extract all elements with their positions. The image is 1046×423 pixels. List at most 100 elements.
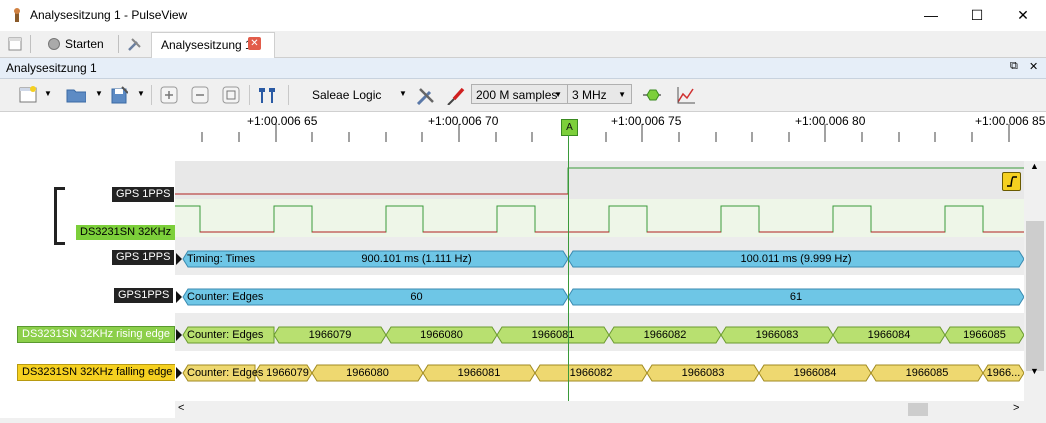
close-button[interactable]: ✕ [1017, 7, 1029, 23]
decoder-annotation-value: 1966079 [266, 367, 309, 379]
ruler-ticks [201, 124, 1010, 142]
dock-title: Analysesitzung 1 [6, 61, 97, 75]
logic-waveforms [175, 167, 1024, 233]
run-icon[interactable] [47, 37, 61, 51]
decoder-annotation [982, 364, 1024, 382]
window-title: Analysesitzung 1 - PulseView [30, 8, 188, 22]
tab-label: Analysesitzung 1 [161, 38, 252, 52]
decoder-annotation-value: 1966081 [457, 367, 501, 379]
decoder-annotation-value: 1966081 [531, 329, 575, 341]
decoder-annotation-row [176, 250, 1024, 268]
decoder-label-falling[interactable]: DS3231SN 32KHz falling edge [17, 364, 178, 381]
chevron-down-icon[interactable]: ▼ [44, 89, 52, 98]
decoder-name: Timing: Times [187, 253, 256, 265]
save-icon[interactable] [108, 85, 128, 105]
chevron-down-icon[interactable]: ▼ [137, 89, 145, 98]
title-bar: Analysesitzung 1 - PulseView — ☐ ✕ [0, 0, 1046, 31]
chevron-down-icon: ▼ [618, 90, 626, 99]
device-selector[interactable]: Saleae Logic [312, 88, 382, 102]
channel-label-ds3231[interactable]: DS3231SN 32KHz [76, 225, 176, 240]
tab-analysesitzung[interactable]: Analysesitzung 1 ✕ [151, 32, 275, 58]
decoder-annotation-value: 1966084 [793, 367, 837, 379]
minimize-button[interactable]: — [924, 7, 938, 23]
math-channel-icon[interactable] [675, 85, 695, 105]
scroll-right-icon[interactable]: > [1013, 402, 1020, 414]
decoder-annotation [567, 288, 1024, 306]
ruler-tick: +1:00.006 70 [428, 114, 499, 128]
chevron-down-icon: ▼ [554, 90, 562, 99]
decoder-row-arrow-icon [176, 329, 182, 341]
zoom-out-icon[interactable] [190, 85, 210, 105]
sample-rate-value: 3 MHz [572, 88, 607, 102]
decoder-annotation-value: 1966085 [905, 367, 949, 379]
cursor-a-line-top [568, 135, 569, 161]
decoder-annotation [944, 326, 1024, 344]
decoder-annotation-value: 1966... [986, 367, 1021, 379]
decoder-label-counter-gps[interactable]: GPS1PPS [114, 288, 174, 303]
open-folder-icon[interactable] [66, 85, 86, 105]
new-session-icon[interactable] [7, 36, 23, 52]
start-button-label[interactable]: Starten [65, 37, 104, 51]
dock-header: Analysesitzung 1 ⧉ ✕ [0, 58, 1046, 79]
decoder-annotation-value: 1966082 [643, 329, 687, 341]
main-toolbar: ▼ ▼ ▼ Saleae Logic ▼ 200 M samples ▼ 3 M… [0, 79, 1046, 112]
new-view-icon[interactable] [18, 85, 38, 105]
decoder-annotation-value: 1966083 [681, 367, 725, 379]
decoder-annotation-value: 1966079 [308, 329, 352, 341]
zoom-fit-icon[interactable] [221, 85, 241, 105]
vertical-scroll-thumb[interactable] [1026, 221, 1044, 371]
scroll-down-icon[interactable]: ▼ [1030, 366, 1039, 376]
decoder-annotation-value: 100.011 ms (9.999 Hz) [740, 253, 852, 265]
trace-view[interactable]: Timing: Times 900.101 ms (1.111 Hz) 100.01… [175, 161, 1024, 401]
ds3231-wave [175, 205, 1024, 233]
ruler-tick: +1:00.006 75 [611, 114, 682, 128]
sample-rate-select[interactable]: 3 MHz ▼ [567, 84, 632, 104]
decoder-annotation-value: 1966080 [346, 367, 389, 379]
decoder-row-arrow-icon [176, 253, 182, 265]
decoder-annotation-value: 1966084 [867, 329, 911, 341]
scroll-up-icon[interactable]: ▲ [1030, 161, 1039, 171]
decoder-annotation-value: 1966080 [420, 329, 463, 341]
cursor-markers-icon[interactable] [256, 85, 276, 105]
decoder-label-rising[interactable]: DS3231SN 32KHz rising edge [17, 326, 175, 343]
close-dock-icon[interactable]: ✕ [1029, 61, 1039, 73]
trace-band [175, 161, 1024, 199]
device-config-icon[interactable] [415, 85, 435, 105]
add-decoder-icon[interactable] [641, 85, 661, 105]
decoder-annotation-row [176, 288, 1024, 306]
horizontal-scroll-thumb[interactable] [908, 403, 928, 416]
chevron-down-icon[interactable]: ▼ [399, 89, 407, 98]
decoder-annotation-value: 61 [789, 291, 803, 303]
tab-bar: Starten Analysesitzung 1 ✕ [0, 31, 1046, 58]
horizontal-scrollbar[interactable]: < > [175, 401, 1024, 418]
decoder-label-timing[interactable]: GPS 1PPS [112, 250, 175, 265]
cursor-a-marker[interactable]: A [561, 119, 578, 136]
scroll-left-icon[interactable]: < [178, 402, 185, 414]
cursor-a-line[interactable] [568, 161, 569, 401]
chevron-down-icon[interactable]: ▼ [95, 89, 103, 98]
vertical-scrollbar[interactable]: ▲ ▼ [1024, 161, 1046, 401]
close-tab-icon[interactable]: ✕ [248, 37, 261, 50]
time-ruler[interactable]: +1:00.006 65 +1:00.006 70 +1:00.006 75 +… [175, 112, 1046, 161]
decoder-annotation-value: 900.101 ms (1.111 Hz) [361, 253, 472, 265]
decoder-annotation-value: 1966082 [569, 367, 613, 379]
channel-label-gps[interactable]: GPS 1PPS [112, 187, 175, 202]
probe-channels-icon[interactable] [445, 85, 465, 105]
decoder-name: Counter: Edges [187, 291, 264, 303]
decoder-annotation [567, 250, 1024, 268]
settings-tools-icon[interactable] [127, 36, 143, 52]
decoder-row-arrow-icon [176, 367, 182, 379]
trace-band [175, 199, 1024, 237]
edge-trigger-icon[interactable] [1002, 172, 1021, 191]
zoom-in-icon[interactable] [159, 85, 179, 105]
decoder-annotation-value: 1966083 [755, 329, 799, 341]
sample-count-select[interactable]: 200 M samples ▼ [471, 84, 568, 104]
decoder-annotation-value: 60 [410, 291, 423, 303]
decoder-row-arrow-icon [176, 291, 182, 303]
ruler-tick: +1:00.006 80 [795, 114, 866, 128]
decoder-annotation-row [176, 364, 1024, 382]
decoder-annotation-row [176, 326, 1024, 344]
ruler-tick: +1:00.006 65 [247, 114, 318, 128]
float-dock-icon[interactable]: ⧉ [1010, 60, 1018, 72]
maximize-button[interactable]: ☐ [970, 7, 984, 23]
